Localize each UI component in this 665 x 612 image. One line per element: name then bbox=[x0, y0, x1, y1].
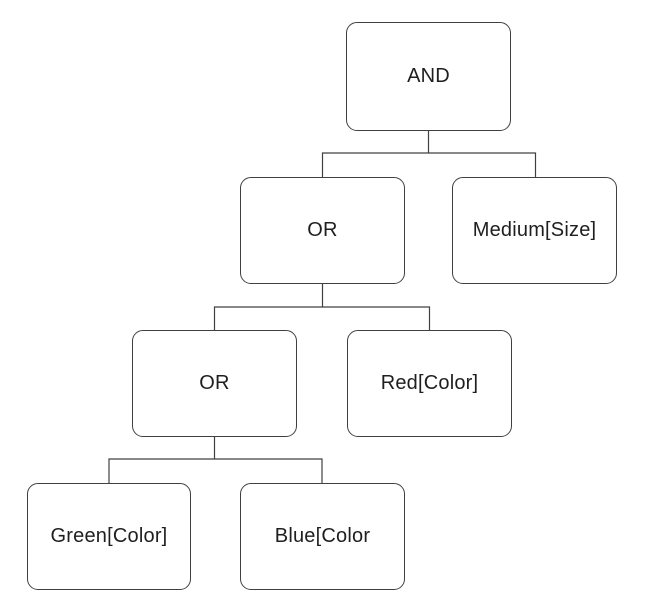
connector-and-children bbox=[321, 131, 537, 177]
node-or-level3[interactable]: OR bbox=[132, 330, 297, 437]
node-green-color[interactable]: Green[Color] bbox=[27, 483, 191, 590]
node-medium-size-label: Medium[Size] bbox=[472, 219, 597, 241]
node-or-level2-label: OR bbox=[307, 219, 338, 241]
node-red-color-label: Red[Color] bbox=[380, 372, 479, 394]
node-medium-size[interactable]: Medium[Size] bbox=[452, 177, 617, 284]
node-blue-color-label: Blue[Color bbox=[274, 525, 371, 547]
node-red-color[interactable]: Red[Color] bbox=[347, 330, 512, 437]
node-or-level2[interactable]: OR bbox=[240, 177, 405, 284]
node-and-label: AND bbox=[407, 65, 450, 87]
node-or-level3-label: OR bbox=[199, 372, 230, 394]
connector-or1-children bbox=[213, 284, 431, 330]
node-and[interactable]: AND bbox=[346, 22, 511, 131]
connector-or2-children bbox=[108, 437, 323, 483]
node-green-color-label: Green[Color] bbox=[50, 525, 168, 547]
node-blue-color[interactable]: Blue[Color bbox=[240, 483, 405, 590]
